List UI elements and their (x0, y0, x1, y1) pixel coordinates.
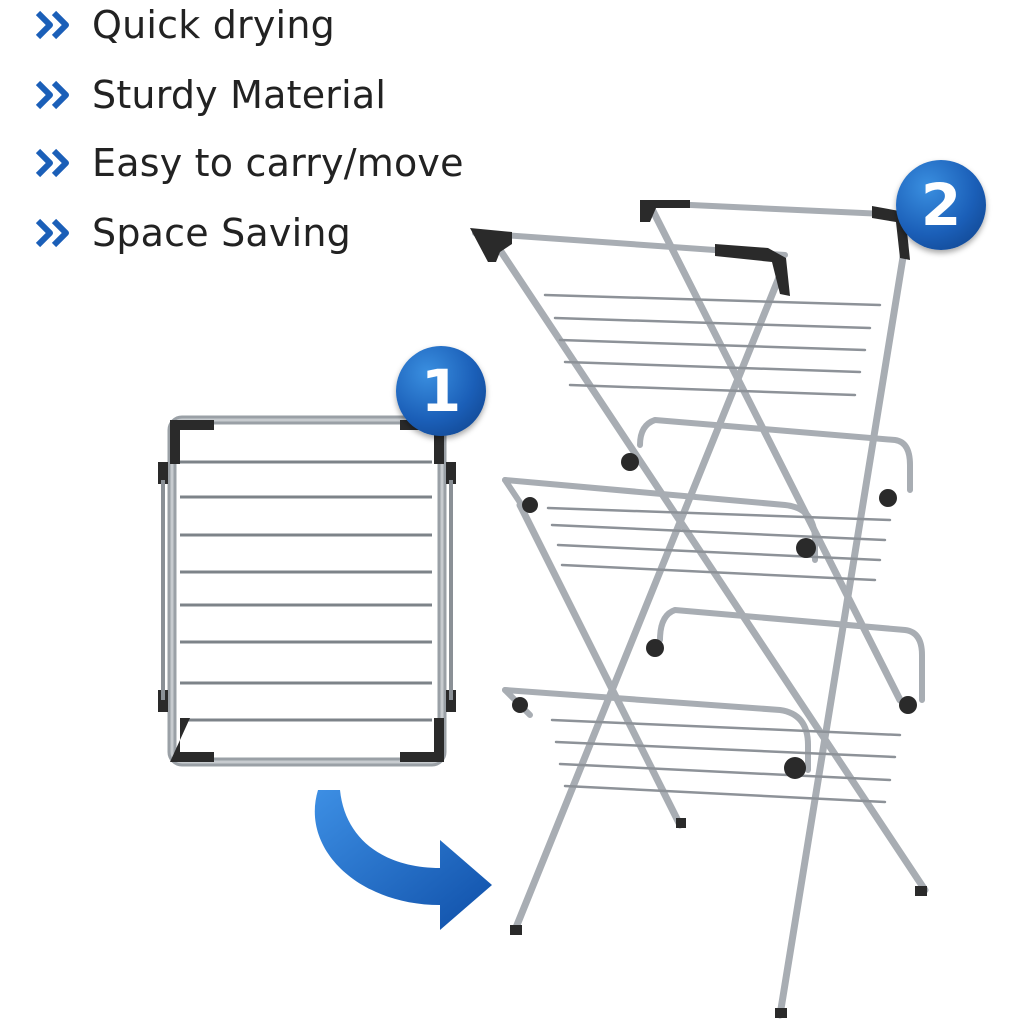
feature-item: Sturdy Material (36, 70, 386, 120)
unfolded-rack-image (470, 200, 929, 1019)
feature-item: Quick drying (36, 0, 335, 50)
feature-text: Quick drying (92, 3, 335, 47)
step-badge-folded: 1 (396, 346, 486, 436)
feature-text: Easy to carry/move (92, 141, 464, 185)
feature-text: Sturdy Material (92, 73, 387, 117)
double-chevron-icon (36, 148, 69, 178)
feature-item: Easy to carry/move (36, 138, 464, 188)
curved-arrow-icon (314, 790, 492, 930)
feature-text: Space Saving (92, 211, 351, 255)
double-chevron-icon (36, 10, 69, 40)
double-chevron-icon (36, 218, 69, 248)
double-chevron-icon (36, 80, 69, 110)
step-badge-unfolded: 2 (896, 160, 986, 250)
feature-item: Space Saving (36, 208, 351, 258)
folded-rack-image (158, 415, 456, 767)
